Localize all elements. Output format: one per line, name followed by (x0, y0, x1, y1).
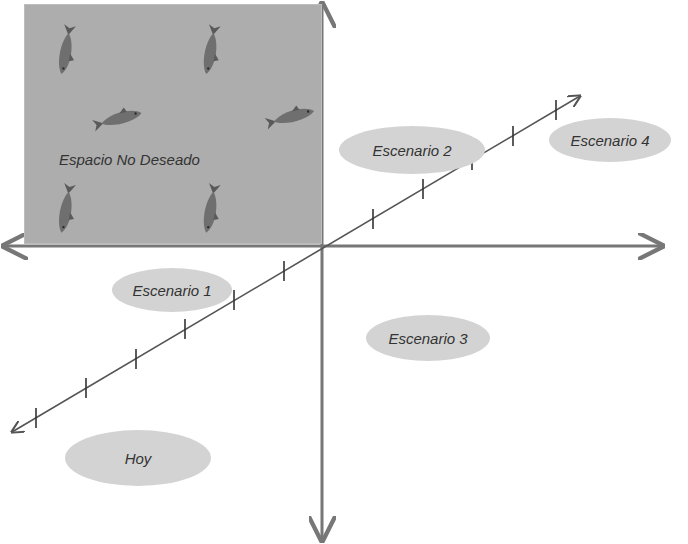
shaded-region: Espacio No Deseado (24, 4, 322, 244)
scenario-ellipse: Escenario 4 (548, 117, 672, 163)
fish-illustration (25, 5, 321, 243)
scenario-label: Escenario 4 (570, 132, 649, 149)
scenario-label: Escenario 2 (372, 142, 451, 159)
scenario-label: Escenario 1 (132, 282, 211, 299)
scenario-ellipse: Escenario 3 (365, 314, 491, 362)
scenario-ellipse: Escenario 1 (111, 267, 233, 313)
scenario-ellipse: Escenario 2 (338, 125, 486, 175)
scenario-ellipse: Hoy (64, 429, 212, 487)
region-label: Espacio No Deseado (57, 151, 202, 168)
scenario-label: Escenario 3 (388, 330, 467, 347)
horizontal-axis (4, 245, 662, 248)
scenario-label: Hoy (125, 450, 152, 467)
